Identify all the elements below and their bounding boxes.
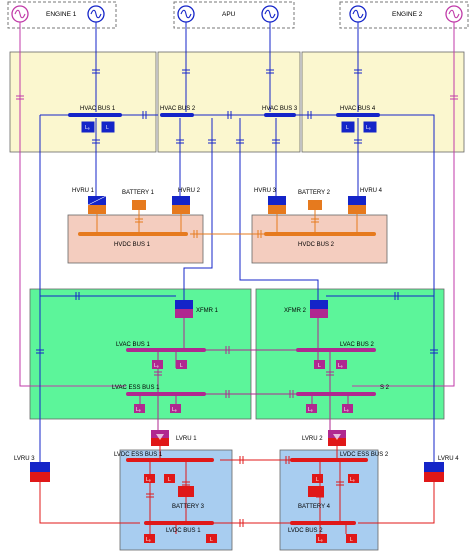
hvru-2-label: HVRU 2	[178, 188, 201, 194]
hvac-loads	[81, 121, 377, 133]
lvdc-wiring	[39, 446, 435, 534]
lvdc-load-labels: Lₑ L L Lₑ Lₑ L Lₑ L	[146, 477, 355, 543]
battery-4-label: BATTERY 4	[298, 504, 331, 510]
apu-label: APU	[222, 11, 236, 18]
hvac-zone-2	[157, 51, 301, 153]
lvru-2	[328, 430, 346, 446]
hvru-4-label: HVRU 4	[360, 188, 383, 194]
lvac-loads	[134, 360, 353, 413]
lvac-bus-1-label: LVAC BUS 1	[116, 342, 150, 348]
xfmr-1-label: XFMR 1	[196, 308, 219, 314]
lvac-breakers	[154, 346, 334, 398]
generator-icon-e1	[87, 5, 105, 23]
magenta-feeders	[19, 22, 455, 387]
svg-text:Lₑ: Lₑ	[350, 477, 355, 483]
svg-text:Lₑ: Lₑ	[146, 477, 151, 483]
svg-text:Lₑ: Lₑ	[172, 407, 177, 413]
hvac-wiring	[39, 22, 435, 462]
svg-text:L: L	[168, 477, 171, 483]
lvru-1-label: LVRU 1	[176, 436, 197, 442]
lvdc-zone-2	[279, 449, 379, 551]
battery-4	[308, 486, 324, 497]
hvac-zone-3	[301, 51, 465, 153]
svg-text:L: L	[106, 125, 109, 131]
svg-text:Lₑ: Lₑ	[136, 407, 141, 413]
hvac-zone-1	[9, 51, 157, 153]
lvdc-loads	[144, 474, 359, 543]
svg-text:Lₑ: Lₑ	[85, 125, 90, 131]
svg-text:Lₑ: Lₑ	[146, 537, 151, 543]
svg-text:Lₑ: Lₑ	[308, 407, 313, 413]
battery-1-label: BATTERY 1	[122, 190, 155, 196]
svg-text:Lₑ: Lₑ	[344, 407, 349, 413]
svg-text:Lₑ: Lₑ	[338, 363, 343, 369]
lvru-3-label: LVRU 3	[14, 456, 35, 462]
generator-icon-e1-ac	[11, 5, 29, 23]
battery-2-label: BATTERY 2	[298, 190, 331, 196]
xfmr-1	[175, 300, 193, 318]
generator-icon-e2	[349, 5, 367, 23]
hvdc-bus-1-label: HVDC BUS 1	[114, 242, 151, 248]
hvdc-breakers	[135, 218, 319, 238]
hvru-2	[172, 196, 190, 214]
generator-icon-apu-2	[261, 5, 279, 23]
battery-1	[132, 200, 146, 210]
lv-zone-2	[255, 288, 445, 420]
generator-icon-e2-ac	[445, 5, 463, 23]
lvru-2-label: LVRU 2	[302, 436, 323, 442]
battery-2	[308, 200, 322, 210]
svg-text:L: L	[346, 125, 349, 131]
lvac-ess-bus-2-label: S 2	[380, 385, 390, 391]
hvac-bus-1-label: HVAC BUS 1	[80, 106, 116, 112]
engine-1-label: ENGINE 1	[46, 11, 77, 18]
svg-text:L: L	[316, 477, 319, 483]
hvru-1-label: HVRU 1	[72, 188, 95, 194]
lvac-ess-bus-1-label: LVAC ESS BUS 1	[112, 385, 160, 391]
hvdc-zone-2	[251, 214, 388, 264]
magenta-breakers	[16, 95, 458, 100]
svg-text:Lₑ: Lₑ	[318, 537, 323, 543]
svg-text:Lₑ: Lₑ	[366, 125, 371, 131]
svg-text:L: L	[180, 363, 183, 369]
xfmr-2	[310, 300, 328, 318]
hvac-load-labels: Lₑ L L Lₑ	[85, 125, 371, 131]
xfmr-2-label: XFMR 2	[284, 308, 307, 314]
svg-text:L: L	[350, 537, 353, 543]
battery-3	[178, 486, 194, 497]
lvdc-bus-1-label: LVDC BUS 1	[166, 528, 201, 534]
lvac-load-labels: Lₑ L L Lₑ Lₑ Lₑ Lₑ Lₑ	[136, 363, 349, 413]
lvru-4-label: LVRU 4	[438, 456, 459, 462]
hvac-bus-3-label: HVAC BUS 3	[262, 106, 298, 112]
hvru-3-label: HVRU 3	[254, 188, 277, 194]
lvru-3	[30, 462, 50, 482]
hvdc-bus-2-label: HVDC BUS 2	[298, 242, 335, 248]
svg-text:L: L	[210, 537, 213, 543]
generator-icon-apu-1	[177, 5, 195, 23]
hvru-4	[348, 196, 366, 214]
lvac-bus-2-label: LVAC BUS 2	[340, 342, 374, 348]
svg-text:L: L	[318, 363, 321, 369]
lvdc-ess-bus-1-label: LVDC ESS BUS 1	[114, 452, 163, 458]
engine-2-label: ENGINE 2	[392, 11, 423, 18]
lvru-1	[151, 430, 169, 446]
hvac-breakers	[36, 69, 438, 354]
battery-3-label: BATTERY 3	[172, 504, 205, 510]
lvdc-bus-2-label: LVDC BUS 2	[288, 528, 323, 534]
hvru-3	[268, 196, 286, 214]
hvac-bus-2-label: HVAC BUS 2	[160, 106, 196, 112]
lvdc-ess-bus-2-label: LVDC ESS BUS 2	[340, 452, 389, 458]
lvru-4	[424, 462, 444, 482]
hvac-bus-4-label: HVAC BUS 4	[340, 106, 376, 112]
svg-text:Lₑ: Lₑ	[154, 363, 159, 369]
hvru-1	[87, 195, 107, 214]
